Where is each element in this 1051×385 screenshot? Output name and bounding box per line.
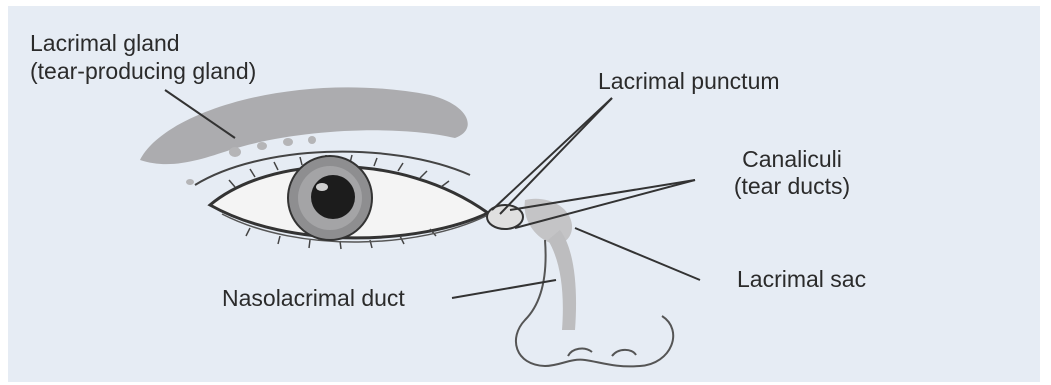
leader-punctum-2 xyxy=(492,98,612,210)
label-lacrimal-gland: Lacrimal gland xyxy=(30,30,180,57)
label-lacrimal-gland-sub: (tear-producing gland) xyxy=(30,58,256,85)
nostril-right xyxy=(612,350,636,356)
label-canaliculi-sub: (tear ducts) xyxy=(712,173,872,200)
pupil xyxy=(311,175,355,219)
pupil-highlight xyxy=(316,183,328,191)
label-lacrimal-punctum: Lacrimal punctum xyxy=(598,68,780,95)
leader-lacrimal-sac xyxy=(575,228,700,280)
label-canaliculi: Canaliculi xyxy=(712,146,872,173)
label-lacrimal-sac: Lacrimal sac xyxy=(737,266,866,293)
label-nasolacrimal-duct: Nasolacrimal duct xyxy=(222,285,405,312)
nostril xyxy=(568,349,592,356)
